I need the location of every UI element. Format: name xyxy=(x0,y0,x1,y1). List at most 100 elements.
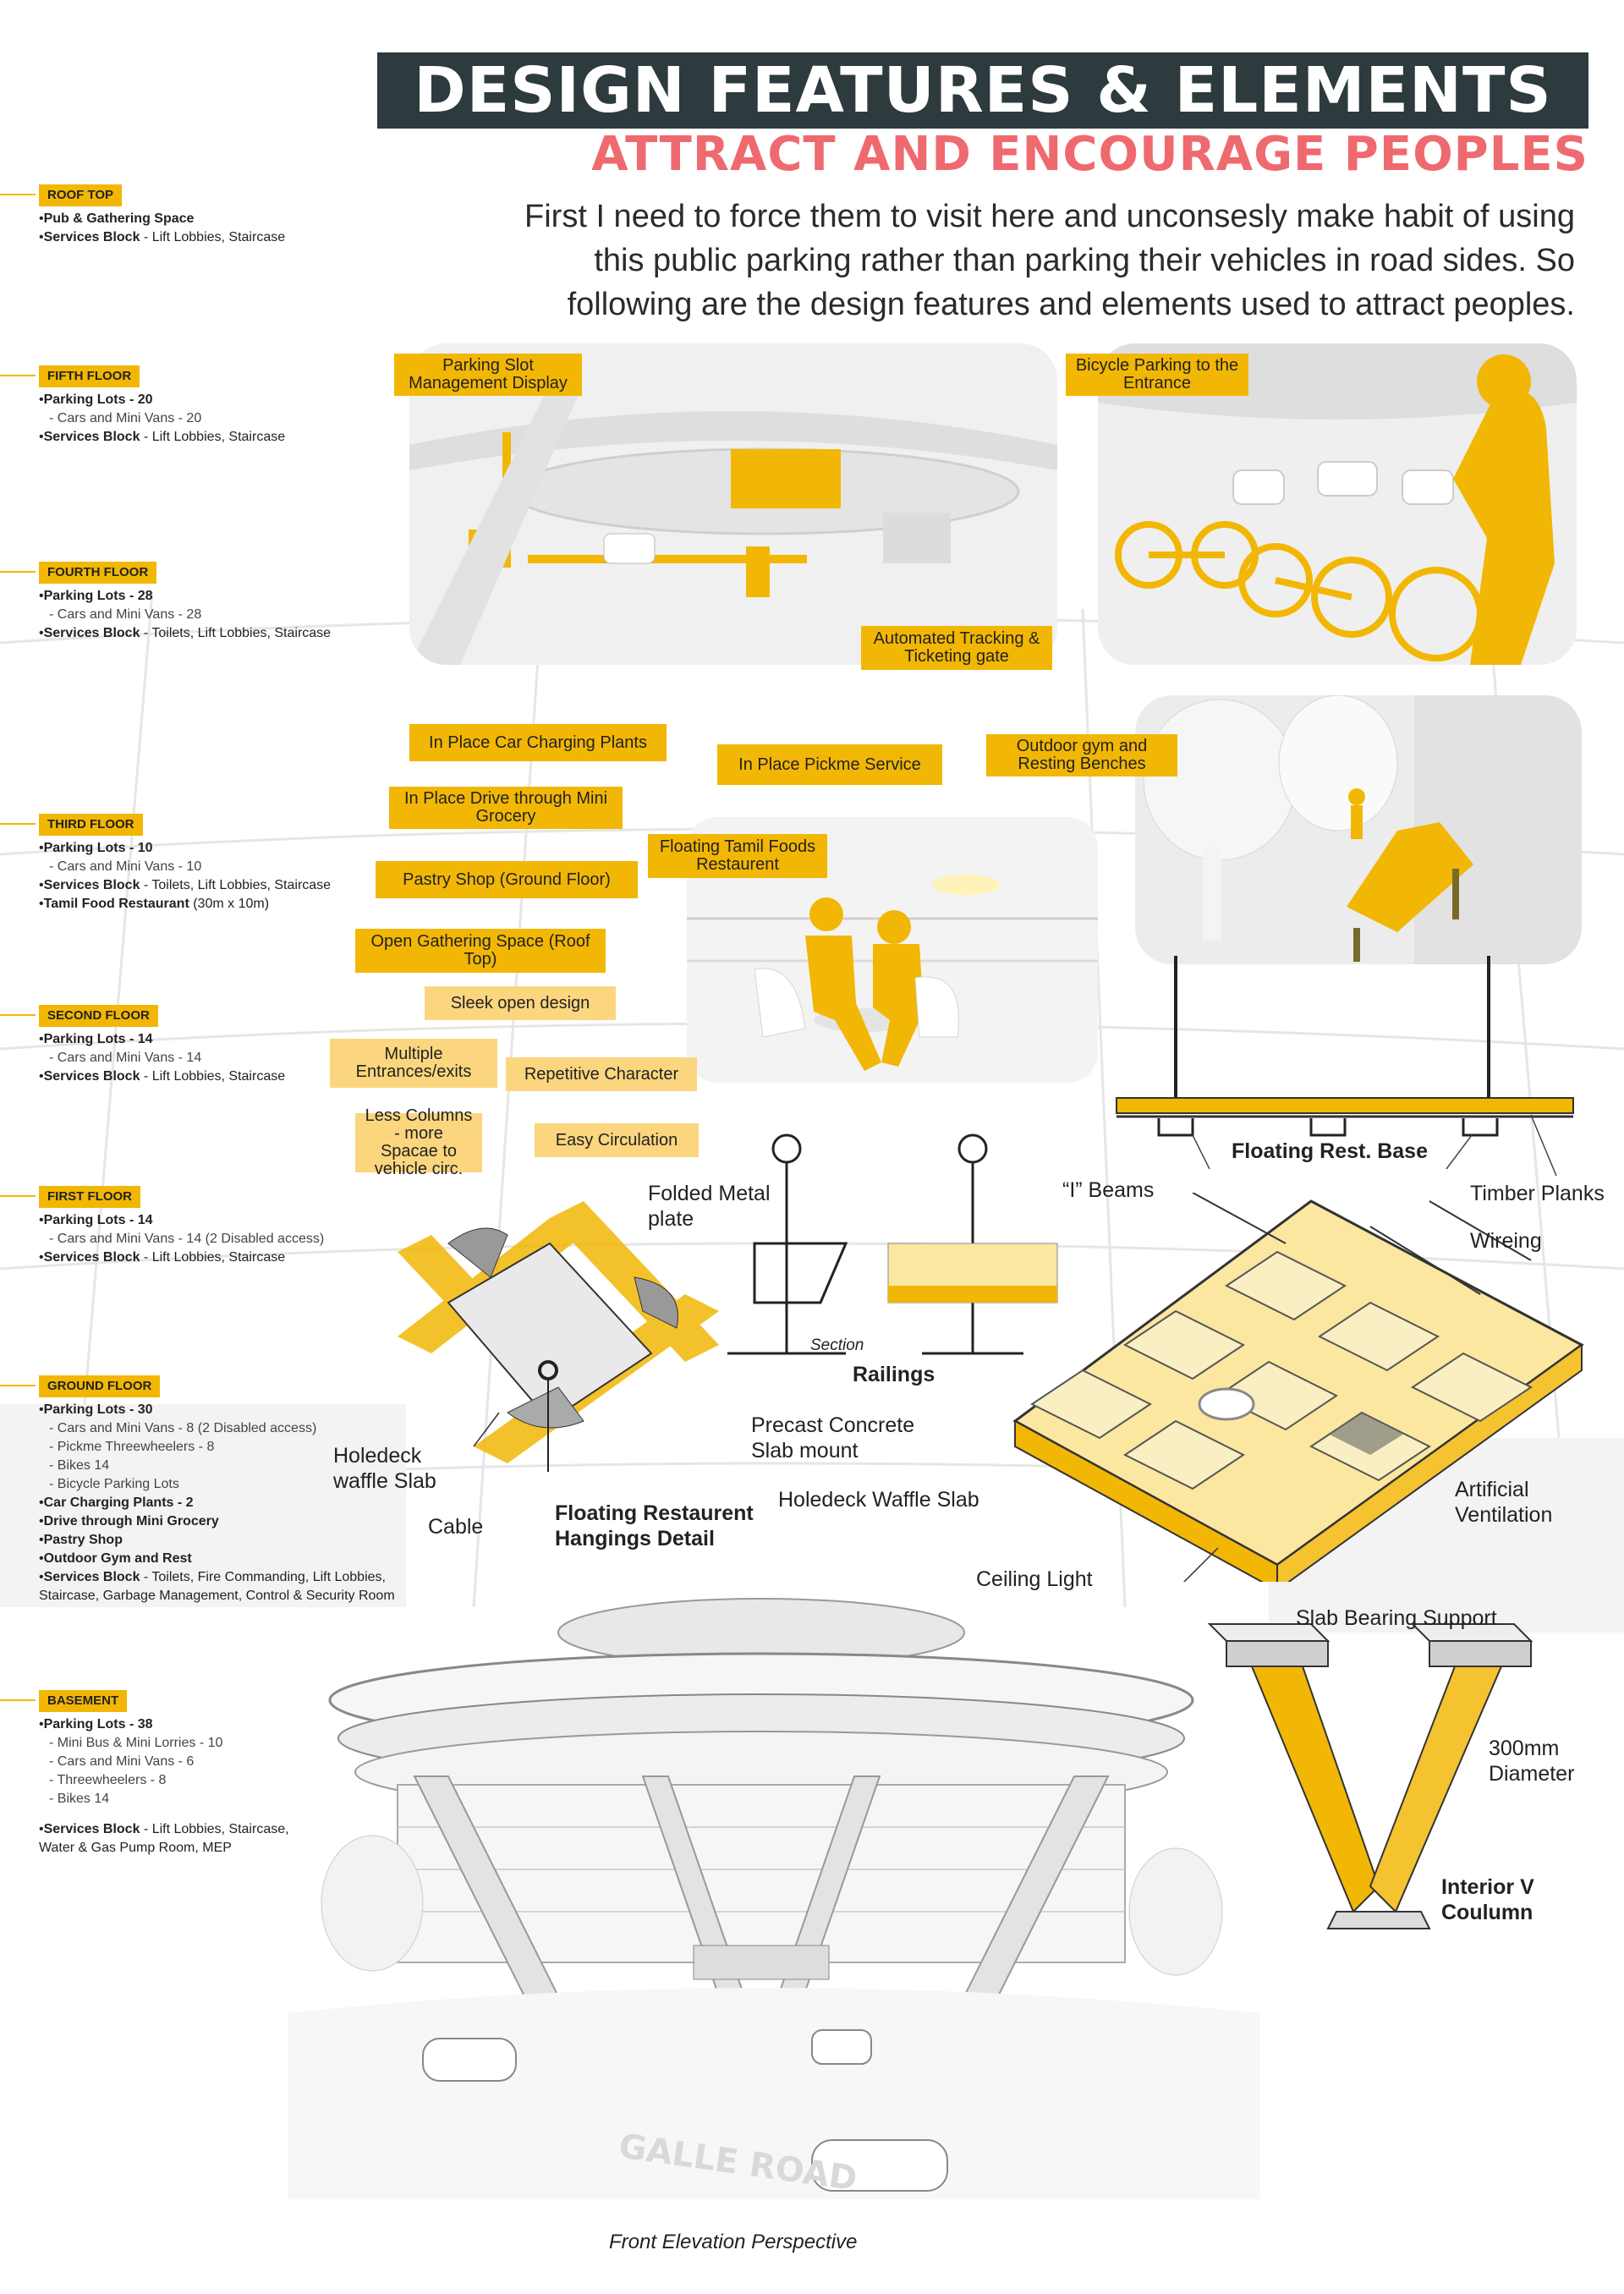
floor-block: SECOND FLOOR Parking Lots - 14Cars and Mi… xyxy=(0,1005,462,1086)
caption-front-elevation: Front Elevation Perspective xyxy=(609,2231,858,2253)
label-slab-bearing: Slab Bearing Support xyxy=(1296,1606,1497,1630)
floor-item: Services Block - Lift Lobbies, Staircase xyxy=(39,1249,462,1267)
floor-subitem: Cars and Mini Vans - 8 (2 Disabled acces… xyxy=(39,1419,462,1438)
floor-subitem: Cars and Mini Vans - 10 xyxy=(39,858,462,876)
floor-item: Pastry Shop xyxy=(39,1531,462,1550)
label-section: Section xyxy=(810,1336,864,1354)
label-railings: Railings xyxy=(853,1363,935,1386)
intro-line: following are the design features and el… xyxy=(567,287,1575,322)
bicycle-parking-render xyxy=(1098,343,1577,665)
floor-block: THIRD FLOOR Parking Lots - 10Cars and Min… xyxy=(0,814,462,914)
floor-subitem: Bikes 14 xyxy=(39,1790,462,1808)
floor-item-continued: Water & Gas Pump Room, MEP xyxy=(39,1841,232,1855)
floor-item: Parking Lots - 14 xyxy=(39,1030,462,1049)
label-precast: Precast Concrete Slab mount xyxy=(751,1413,915,1463)
floor-item: Outdoor Gym and Rest xyxy=(39,1550,462,1568)
floor-subitem: Cars and Mini Vans - 14 xyxy=(39,1049,462,1067)
floor-subitem: Cars and Mini Vans - 6 xyxy=(39,1753,462,1771)
floor-item: Parking Lots - 38 xyxy=(39,1715,462,1734)
floor-item: Services Block - Lift Lobbies, Staircase… xyxy=(39,1820,462,1839)
label-cable: Cable xyxy=(428,1515,484,1539)
label-floating-base: Floating Rest. Base xyxy=(1232,1139,1428,1163)
floor-name-badge: THIRD FLOOR xyxy=(0,814,143,836)
label-v-column: Interior V Coulumn xyxy=(1441,1875,1534,1924)
hangings-slab-detail xyxy=(398,1201,719,1472)
floor-item: Car Charging Plants - 2 xyxy=(39,1494,462,1512)
parking-display-render xyxy=(409,343,1057,665)
callout-grocery: In Place Drive through Mini Grocery xyxy=(389,787,623,829)
intro-line: this public parking rather than parking … xyxy=(594,243,1575,278)
label-timber-planks: Timber Planks xyxy=(1470,1182,1605,1205)
callout-less-columns: Less Columns - more Spacae to vehicle ci… xyxy=(355,1107,482,1178)
floor-name-badge: GROUND FLOOR xyxy=(0,1375,161,1397)
page-subtitle: ATTRACT AND ENCOURAGE PEOPLES xyxy=(591,127,1588,182)
callout-gathering: Open Gathering Space (Roof Top) xyxy=(355,929,606,973)
floor-block: FIFTH FLOOR Parking Lots - 20Cars and Min… xyxy=(0,365,462,447)
front-elevation-building: GALLE ROAD xyxy=(288,1598,1260,2199)
floor-item: Parking Lots - 20 xyxy=(39,391,462,409)
callout-entrances: Multiple Entrances/exits xyxy=(330,1039,497,1088)
callout-pastry: Pastry Shop (Ground Floor) xyxy=(376,861,638,898)
floor-name-badge: BASEMENT xyxy=(0,1690,128,1712)
waffle-slab-detail xyxy=(1012,1193,1584,1582)
floor-block: GROUND FLOOR Parking Lots - 30Cars and Mi… xyxy=(0,1375,462,1605)
floor-block: ROOF TOPPub & Gathering SpaceServices Bl… xyxy=(0,184,462,247)
callout-pickme: In Place Pickme Service xyxy=(717,744,942,785)
label-folded-metal: Folded Metal plate xyxy=(648,1182,771,1231)
label-holedeck-right: Holedeck Waffle Slab xyxy=(778,1488,979,1512)
floating-base-detail xyxy=(1116,956,1574,1177)
floor-item: Drive through Mini Grocery xyxy=(39,1512,462,1531)
floor-subitem: Bikes 14 xyxy=(39,1457,462,1475)
floor-item-continued: Staircase, Garbage Management, Control &… xyxy=(39,1589,395,1603)
gym-bench-render xyxy=(1135,695,1582,964)
callout-circulation: Easy Circulation xyxy=(535,1123,699,1157)
label-i-beams: “I” Beams xyxy=(1062,1178,1155,1202)
floor-name-badge: FIRST FLOOR xyxy=(0,1186,140,1208)
floor-item: Services Block - Toilets, Fire Commandin… xyxy=(39,1568,462,1587)
floor-item: Services Block - Toilets, Lift Lobbies, … xyxy=(39,624,462,643)
callout-gym: Outdoor gym and Resting Benches xyxy=(986,734,1177,777)
callout-parking-display: Parking Slot Management Display xyxy=(394,354,582,396)
label-diameter: 300mm Diameter xyxy=(1489,1737,1575,1786)
page-title: DESIGN FEATURES & ELEMENTS xyxy=(377,52,1588,129)
intro-line: First I need to force them to visit here… xyxy=(524,199,1575,234)
callout-tamil-foods: Floating Tamil Foods Restaurent xyxy=(648,834,827,878)
callout-charging: In Place Car Charging Plants xyxy=(409,724,667,761)
floor-name-badge: FIFTH FLOOR xyxy=(0,365,140,387)
callout-bicycle-parking: Bicycle Parking to the Entrance xyxy=(1066,354,1248,396)
label-wireing: Wireing xyxy=(1470,1229,1542,1253)
floor-item: Services Block - Lift Lobbies, Staircase xyxy=(39,228,462,247)
callout-tracking-gate: Automated Tracking & Ticketing gate xyxy=(861,626,1052,670)
floor-item: Services Block - Lift Lobbies, Staircase xyxy=(39,428,462,447)
railings-detail xyxy=(727,1133,1058,1355)
floor-item: Services Block - Toilets, Lift Lobbies, … xyxy=(39,876,462,895)
v-column-detail xyxy=(1207,1623,1533,1929)
callout-repetitive: Repetitive Character xyxy=(506,1057,697,1091)
floor-subitem: Pickme Threewheelers - 8 xyxy=(39,1438,462,1457)
floor-block: FIRST FLOOR Parking Lots - 14Cars and Min… xyxy=(0,1186,462,1267)
floor-item: Parking Lots - 14 xyxy=(39,1211,462,1230)
floor-item: Tamil Food Restaurant (30m x 10m) xyxy=(39,895,462,914)
label-holedeck-left: Holedeck waffle Slab xyxy=(333,1444,436,1493)
floor-subitem: Cars and Mini Vans - 20 xyxy=(39,409,462,428)
floor-name-badge: SECOND FLOOR xyxy=(0,1005,158,1027)
floor-item: Pub & Gathering Space xyxy=(39,210,462,228)
label-hangings: Floating Restaurent Hangings Detail xyxy=(555,1501,754,1550)
floor-subitem: Cars and Mini Vans - 14 (2 Disabled acce… xyxy=(39,1230,462,1249)
floor-item: Parking Lots - 10 xyxy=(39,839,462,858)
floor-name-badge: FOURTH FLOOR xyxy=(0,562,157,584)
floor-subitem: Threewheelers - 8 xyxy=(39,1771,462,1790)
floor-block: BASEMENT Parking Lots - 38Mini Bus & Mini… xyxy=(0,1690,462,1858)
floor-item: Services Block - Lift Lobbies, Staircase xyxy=(39,1067,462,1086)
floor-item: Parking Lots - 30 xyxy=(39,1401,462,1419)
floor-subitem: Cars and Mini Vans - 28 xyxy=(39,606,462,624)
floor-item: Parking Lots - 28 xyxy=(39,587,462,606)
floor-block: FOURTH FLOOR Parking Lots - 28Cars and Mi… xyxy=(0,562,462,643)
intro-paragraph: First I need to force them to visit here… xyxy=(338,195,1575,327)
floor-subitem: Bicycle Parking Lots xyxy=(39,1475,462,1494)
floor-subitem: Mini Bus & Mini Lorries - 10 xyxy=(39,1734,462,1753)
callout-sleek: Sleek open design xyxy=(425,986,616,1020)
label-ventilation: Artificial Ventilation xyxy=(1455,1478,1553,1527)
label-ceiling-light: Ceiling Light xyxy=(976,1567,1093,1591)
